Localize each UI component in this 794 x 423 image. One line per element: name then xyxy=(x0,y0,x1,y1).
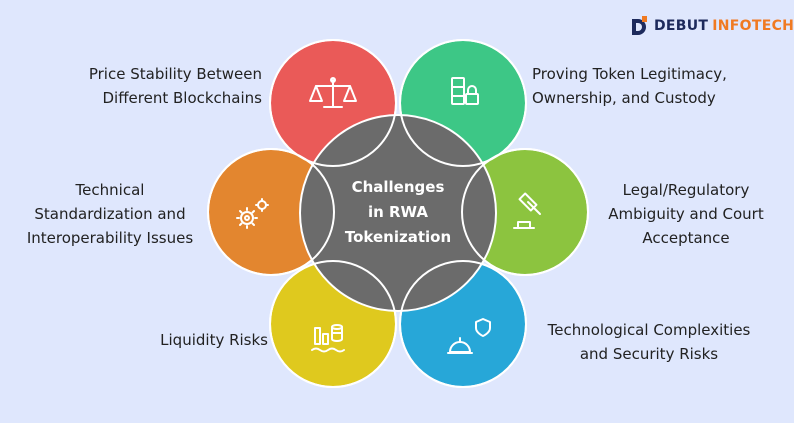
robot-shield-icon xyxy=(447,318,491,354)
label-liquidity: Liquidity Risks xyxy=(160,331,268,349)
label-token-legitimacy: Proving Token Legitimacy, Ownership, and… xyxy=(532,65,727,107)
gavel-icon xyxy=(513,192,541,229)
brand-logo: DEBUT INFOTECH xyxy=(628,14,794,38)
coins-chart-icon xyxy=(311,324,345,353)
center-title-line1: Challenges xyxy=(352,178,445,196)
scales-icon xyxy=(309,77,357,108)
center-title-line3: Tokenization xyxy=(345,228,451,246)
label-legal-regulatory: Legal/Regulatory Ambiguity and Court Acc… xyxy=(608,181,764,247)
center-title-line2: in RWA xyxy=(368,203,428,221)
gears-icon xyxy=(236,198,269,229)
brand-word-infotech: INFOTECH xyxy=(712,18,794,34)
brand-word-debut: DEBUT xyxy=(654,18,709,34)
debut-logo-icon xyxy=(632,16,647,35)
document-lock-icon xyxy=(451,77,479,105)
label-standardization: Technical Standardization and Interopera… xyxy=(26,181,194,247)
label-price-stability: Price Stability Between Different Blockc… xyxy=(88,65,262,107)
label-tech-complexities: Technological Complexities and Security … xyxy=(547,321,751,363)
